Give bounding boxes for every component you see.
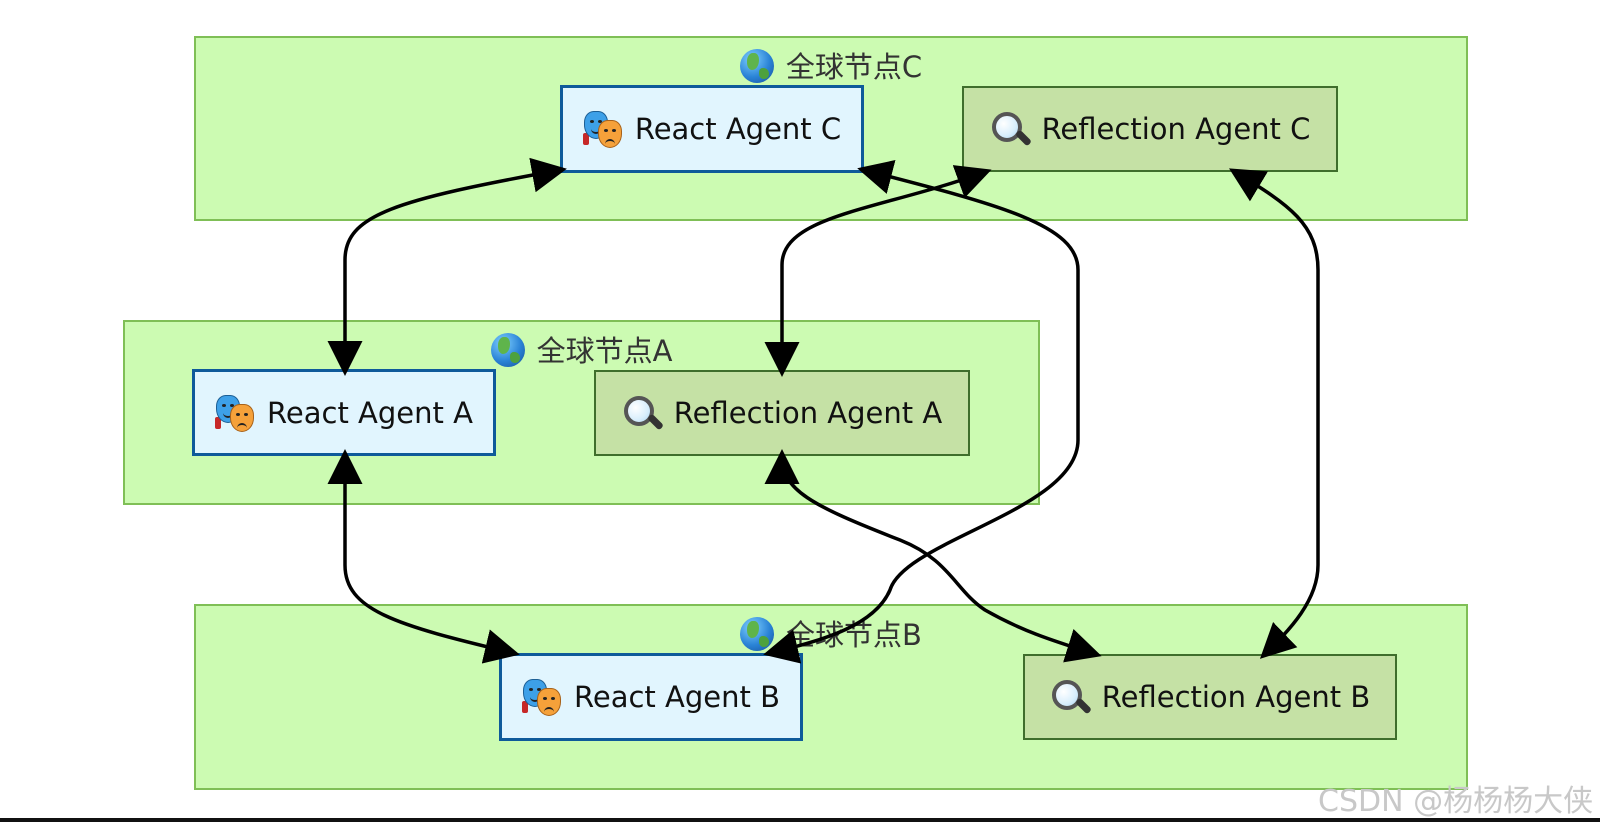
performing-arts-masks-icon — [215, 394, 255, 432]
magnifier-icon — [622, 394, 664, 432]
node-reflection-agent-c[interactable]: Reflection Agent C — [962, 86, 1338, 172]
magnifier-icon — [990, 110, 1032, 148]
edge-reflection-a-reflection-b — [764, 449, 1102, 663]
magnifier-icon — [1050, 678, 1092, 716]
node-react-agent-b[interactable]: React Agent B — [499, 653, 803, 741]
edge-react-a-react-c — [327, 157, 567, 376]
globe-icon — [739, 49, 774, 83]
node-react-agent-c[interactable]: React Agent C — [560, 85, 864, 173]
node-reflection-agent-c-label: Reflection Agent C — [1041, 112, 1311, 146]
watermark: CSDN @杨杨杨大侠 — [1318, 784, 1594, 819]
edge-react-c-react-b — [763, 160, 1080, 664]
node-react-agent-c-label: React Agent C — [634, 112, 842, 146]
node-react-agent-a-label: React Agent A — [267, 395, 473, 430]
edge-react-a-react-b — [327, 449, 520, 664]
cluster-title-c: 全球节点C — [196, 44, 1466, 86]
node-reflection-agent-b-label: Reflection Agent B — [1101, 680, 1371, 714]
performing-arts-masks-icon — [522, 679, 562, 716]
bottom-border-line — [0, 818, 1600, 822]
node-reflection-agent-b[interactable]: Reflection Agent B — [1023, 654, 1397, 740]
cluster-title-c-text: 全球节点C — [785, 50, 923, 84]
node-react-agent-b-label: React Agent B — [574, 680, 780, 714]
edge-reflection-c-reflection-b — [1228, 168, 1320, 659]
performing-arts-masks-icon — [582, 111, 623, 148]
edge-reflection-c-reflection-a — [764, 165, 992, 377]
